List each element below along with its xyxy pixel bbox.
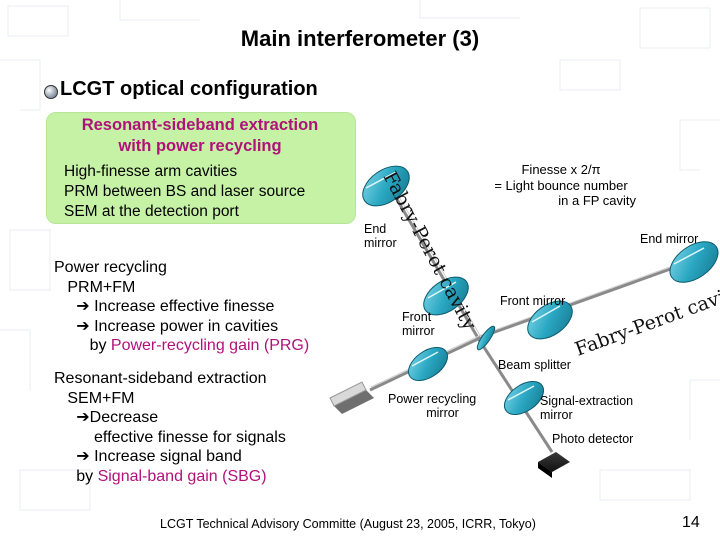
rse-effect-1-detail: effective finesse for signals [94,428,286,446]
front-mirror-right [527,300,573,340]
end-mirror-left-line2: mirror [364,236,397,250]
finesse-line1: Finesse x 2/π [521,162,601,177]
rse-effect-2: Increase signal band [94,448,242,465]
rse-summary-box [46,112,356,224]
pr-effect-1: Increase effective finesse [94,298,275,315]
prm-line1: Power recycling [388,392,477,406]
end-mirror-left-line1: End [364,222,387,236]
pr-effect-2: Increase power in cavities [94,317,279,335]
list-item: High-finesse arm cavities [64,163,238,180]
prm-line2: mirror [426,406,459,420]
power-recycling-mirror-label: Power recycling mirror [388,392,476,420]
signal-extraction-mirror-label: Signal-extraction mirror [540,394,633,422]
front-mirror-right-label: Front mirror [500,294,566,308]
photo-detector-label: Photo detector [552,432,634,446]
sem-line2: mirror [540,408,573,422]
prg-term: Power-recycling gain (PRG) [110,337,310,354]
finesse-line3: in a FP cavity [558,193,637,208]
bullet-icon [44,85,58,99]
list-item: PRM between BS and laser source [64,183,306,200]
front-mirror-left [423,276,469,316]
page-title: Main interferometer (3) [240,26,480,51]
beam-splitter-label: Beam splitter [498,358,571,372]
arrow-icon: ➔ [76,448,90,465]
rse-box-title-line2: with power recycling [118,137,282,155]
front-mirror-left-line1: Front [402,310,432,324]
pr-components: PRM+FM [67,278,136,296]
arrow-icon: ➔ [76,317,90,335]
power-recycling-block: Power recycling PRM+FM ➔ Increase effect… [54,258,309,356]
finesse-note: Finesse x 2/π = Light bounce number in a… [486,162,636,209]
pr-by: by [89,337,111,354]
photo-detector-icon [538,452,570,478]
front-mirror-left-line2: mirror [402,324,435,338]
sem-line1: Signal-extraction [540,394,634,408]
end-mirror-left [362,165,410,207]
end-mirror-right-label: End mirror [640,232,699,246]
rse-box-list: High-finesse arm cavities PRM between BS… [64,162,305,222]
front-mirror-left-label: Front mirror [402,310,435,338]
power-recycling-mirror [407,346,449,382]
end-mirror-left-label: End mirror [364,222,397,250]
rse-effect-1: Decrease [89,409,159,426]
beam-splitter [476,325,496,351]
rse-box-title-line1: Resonant-sideband extraction [81,116,319,134]
list-item: SEM at the detection port [64,203,239,220]
signal-extraction-mirror [503,380,545,416]
page-number: 14 [682,514,700,531]
footer: LCGT Technical Advisory Committe (August… [160,517,536,531]
rse-box-title: Resonant-sideband extraction with power … [46,115,354,157]
section-heading: LCGT optical configuration [60,78,318,100]
pr-heading: Power recycling [54,259,167,276]
arrow-icon: ➔ [76,409,90,426]
laser-source [329,381,374,414]
rse-heading: Resonant-sideband extraction [54,370,267,387]
end-mirror-right [669,241,719,283]
rse-by: by [76,467,98,485]
rse-components: SEM+FM [67,389,135,407]
rse-block: Resonant-sideband extraction SEM+FM ➔Dec… [54,369,286,486]
sbg-term: Signal-band gain (SBG) [97,467,267,485]
arrow-icon: ➔ [76,298,90,315]
finesse-line2: = Light bounce number [494,177,628,193]
